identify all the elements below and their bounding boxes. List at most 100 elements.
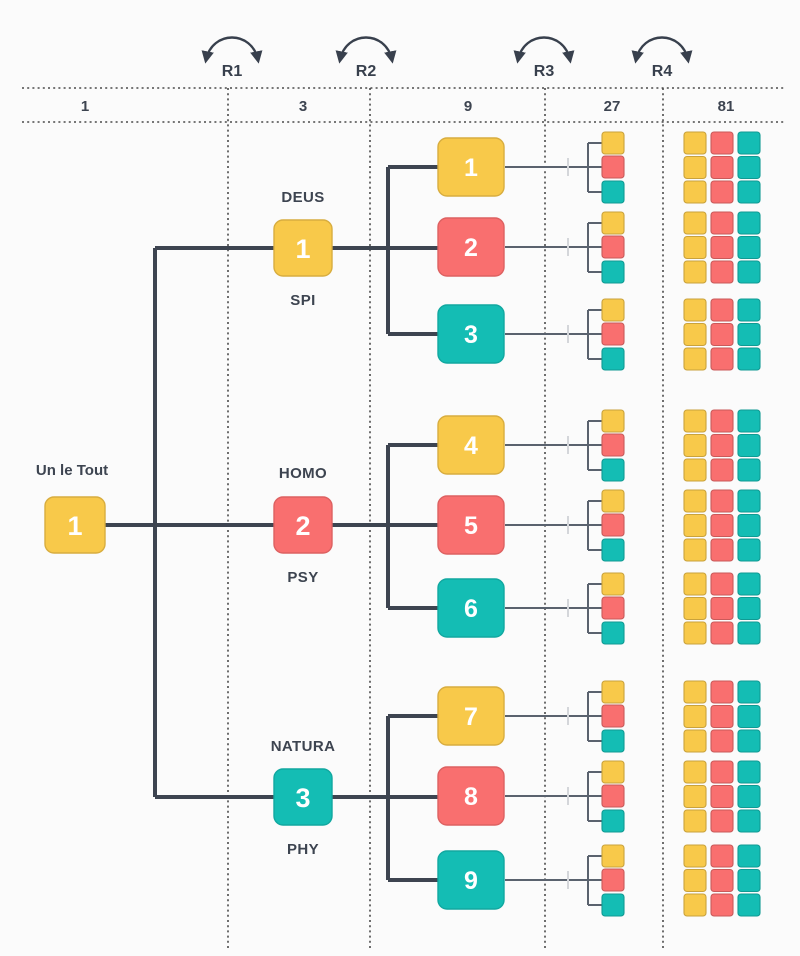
node-l2-deus[interactable]: DEUS 1 SPI (273, 189, 333, 309)
l5-cell-teal (737, 322, 761, 347)
relation-label-r2: R2 (356, 63, 377, 80)
node-l3-1[interactable]: 1 (437, 137, 505, 197)
l4-cell-yellow (601, 680, 625, 704)
node-l3-3-box[interactable] (437, 304, 505, 364)
l5-cell-teal (737, 760, 761, 784)
l5-cell-teal (737, 572, 761, 596)
l5-cell-yellow (683, 680, 707, 704)
l5-cell-red (710, 458, 734, 482)
l5-cell-yellow (683, 260, 707, 284)
relation-label-r1: R1 (222, 63, 243, 80)
column-count-1: 1 (81, 98, 89, 115)
l4-group-7 (505, 680, 625, 753)
level2-nodes: DEUS 1 SPI HOMO 2 PSY NATURA 3 PHY (271, 189, 336, 858)
column-count-3: 3 (299, 98, 307, 115)
l5-cell-teal (737, 235, 761, 260)
node-l2-deus-label-above: DEUS (281, 189, 324, 206)
l5-cell-yellow (683, 538, 707, 562)
column-count-81: 81 (718, 98, 735, 115)
node-root[interactable]: Un le Tout 1 (36, 462, 108, 554)
l4-cell-red (601, 235, 625, 259)
node-l3-4-box[interactable] (437, 415, 505, 475)
node-l2-homo-number: 2 (295, 511, 310, 541)
l5-cell-yellow (683, 235, 707, 260)
l5-cell-yellow (683, 298, 707, 322)
l5-cell-teal (737, 298, 761, 322)
l5-cell-yellow (683, 155, 707, 180)
l4-cell-red (601, 513, 625, 537)
column-counts: 1 3 9 27 81 (81, 98, 735, 115)
l4-cell-red (601, 433, 625, 457)
l4-cell-teal (601, 260, 625, 284)
node-l2-homo[interactable]: HOMO 2 PSY (273, 465, 333, 586)
node-l2-natura-box[interactable] (273, 768, 333, 826)
node-l3-7-label: 7 (464, 703, 478, 731)
l5-cell-yellow (683, 409, 707, 433)
l5-cell-red (710, 155, 734, 180)
l4-cell-yellow (601, 572, 625, 596)
l5-cell-yellow (683, 433, 707, 458)
l4-cell-teal (601, 347, 625, 371)
node-l3-8-box[interactable] (437, 766, 505, 826)
node-l3-2[interactable]: 2 (437, 217, 505, 277)
l5-cell-teal (737, 458, 761, 482)
l5-block-1 (683, 131, 761, 204)
l5-cell-red (710, 347, 734, 371)
node-l2-deus-box[interactable] (273, 219, 333, 277)
node-l3-8[interactable]: 8 (437, 766, 505, 826)
node-l3-5[interactable]: 5 (437, 495, 505, 555)
l5-cell-yellow (683, 180, 707, 204)
node-l3-3-label: 3 (464, 321, 478, 349)
node-l3-5-label: 5 (464, 512, 478, 540)
l5-block-7 (683, 680, 761, 753)
l4-group-2 (505, 211, 625, 284)
l4-cell-teal (601, 458, 625, 482)
node-l2-natura[interactable]: NATURA 3 PHY (271, 738, 336, 858)
l5-block-8 (683, 760, 761, 833)
root-label: Un le Tout (36, 462, 108, 479)
node-l2-homo-box[interactable] (273, 496, 333, 554)
l4-cell-yellow (601, 409, 625, 433)
node-l3-1-box[interactable] (437, 137, 505, 197)
l5-cell-yellow (683, 784, 707, 809)
l4-cell-yellow (601, 211, 625, 235)
node-l3-9-box[interactable] (437, 850, 505, 910)
l5-cell-teal (737, 489, 761, 513)
arc-path-r1 (201, 36, 263, 64)
l5-cell-red (710, 760, 734, 784)
node-l3-7[interactable]: 7 (437, 686, 505, 746)
arc-path-r2 (335, 36, 397, 64)
l5-cell-red (710, 596, 734, 621)
relation-label-r3: R3 (534, 63, 555, 80)
l5-cell-teal (737, 809, 761, 833)
node-l2-deus-number: 1 (295, 234, 310, 264)
node-l3-9[interactable]: 9 (437, 850, 505, 910)
l5-cell-yellow (683, 809, 707, 833)
l5-cell-red (710, 513, 734, 538)
l5-cell-yellow (683, 621, 707, 645)
l5-block-5 (683, 489, 761, 562)
node-l3-6[interactable]: 6 (437, 578, 505, 638)
node-l3-5-box[interactable] (437, 495, 505, 555)
l5-cell-teal (737, 784, 761, 809)
node-l3-4[interactable]: 4 (437, 415, 505, 475)
node-l3-3[interactable]: 3 (437, 304, 505, 364)
node-l3-2-box[interactable] (437, 217, 505, 277)
l5-cell-red (710, 784, 734, 809)
relation-arc-r2: R2 (335, 36, 397, 80)
l5-cell-red (710, 704, 734, 729)
node-l3-6-box[interactable] (437, 578, 505, 638)
l5-cell-red (710, 729, 734, 753)
l5-cell-yellow (683, 513, 707, 538)
l5-cell-yellow (683, 572, 707, 596)
node-l2-homo-label-below: PSY (287, 569, 318, 586)
node-l3-7-box[interactable] (437, 686, 505, 746)
l5-cell-red (710, 433, 734, 458)
l5-cell-red (710, 409, 734, 433)
node-root-box[interactable] (44, 496, 106, 554)
l5-cell-teal (737, 180, 761, 204)
l5-cell-teal (737, 621, 761, 645)
l5-cell-red (710, 131, 734, 155)
l4-cell-red (601, 704, 625, 728)
